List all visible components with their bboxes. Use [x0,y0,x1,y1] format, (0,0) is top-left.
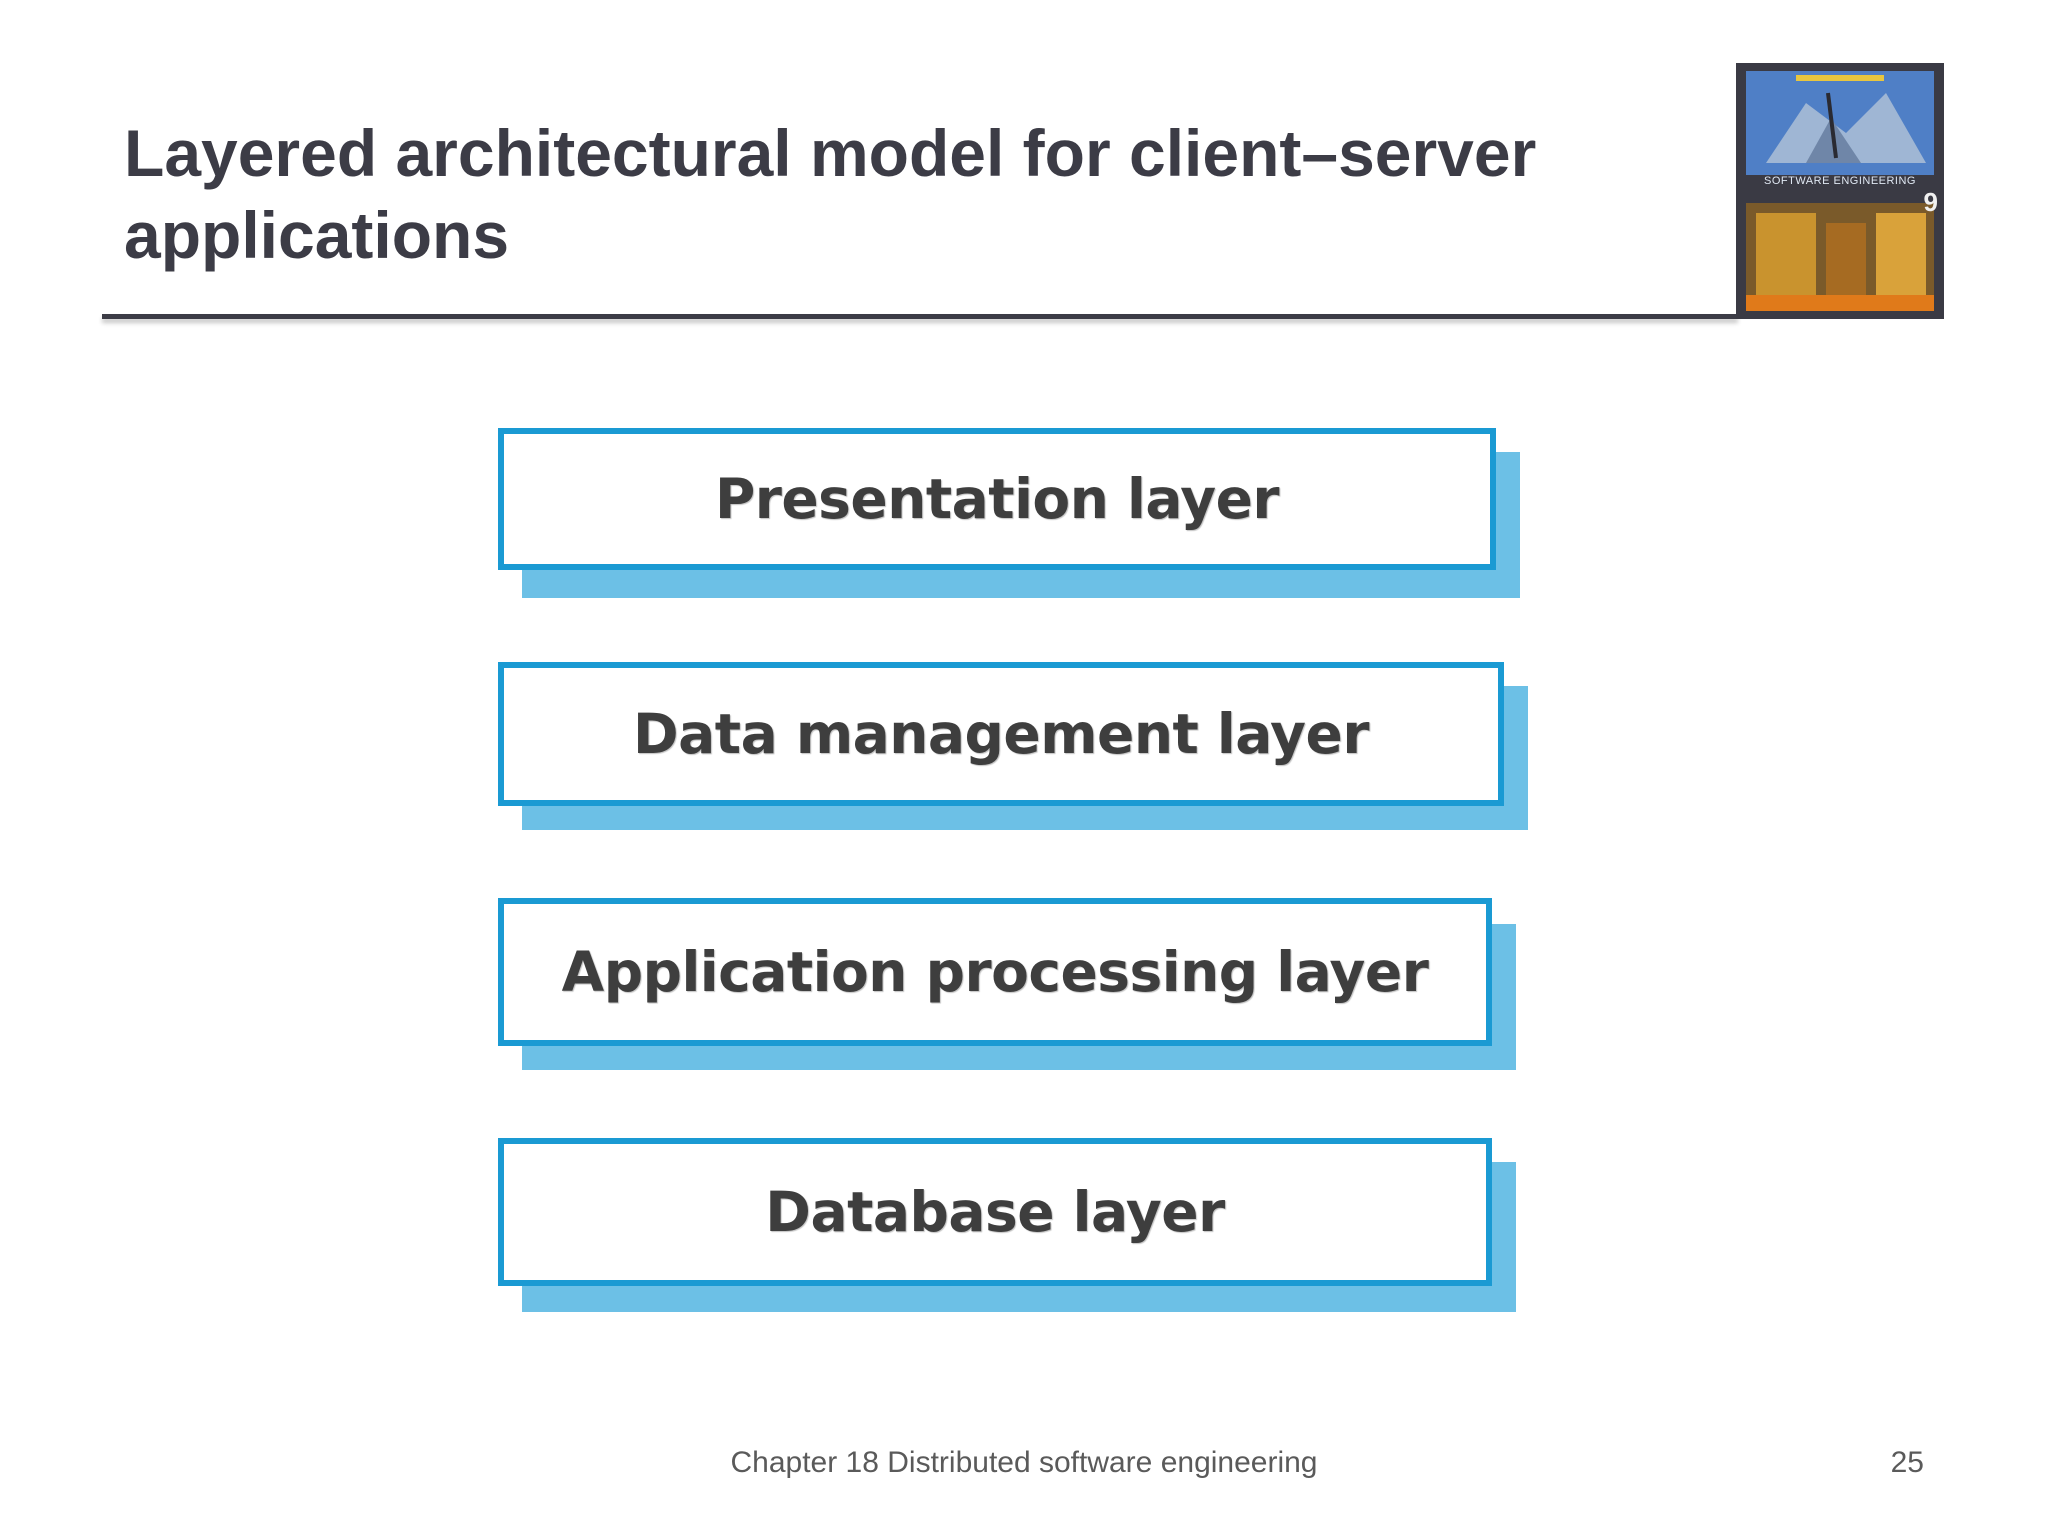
title-underline [102,314,1738,319]
slide-footer: Chapter 18 Distributed software engineer… [730,1446,1318,1479]
book-cover-caption: SOFTWARE ENGINEERING [1764,175,1916,187]
book-cover-edition: 9 [1923,187,1938,217]
layer-label: Application processing layer [561,940,1429,1004]
page-number: 25 [1890,1446,1924,1479]
book-cover-art [1736,63,1944,319]
layer-box-database: Database layer [498,1138,1492,1286]
layer-label: Presentation layer [714,467,1280,531]
book-cover-image: SOFTWARE ENGINEERING 9 [1736,63,1944,319]
layer-box-data-management: Data management layer [498,662,1504,806]
layer-box-presentation: Presentation layer [498,428,1496,570]
slide-title: Layered architectural model for client–s… [124,116,1537,272]
layer-box-application-processing: Application processing layer [498,898,1492,1046]
layer-label: Database layer [765,1180,1225,1244]
layer-label: Data management layer [633,702,1369,766]
